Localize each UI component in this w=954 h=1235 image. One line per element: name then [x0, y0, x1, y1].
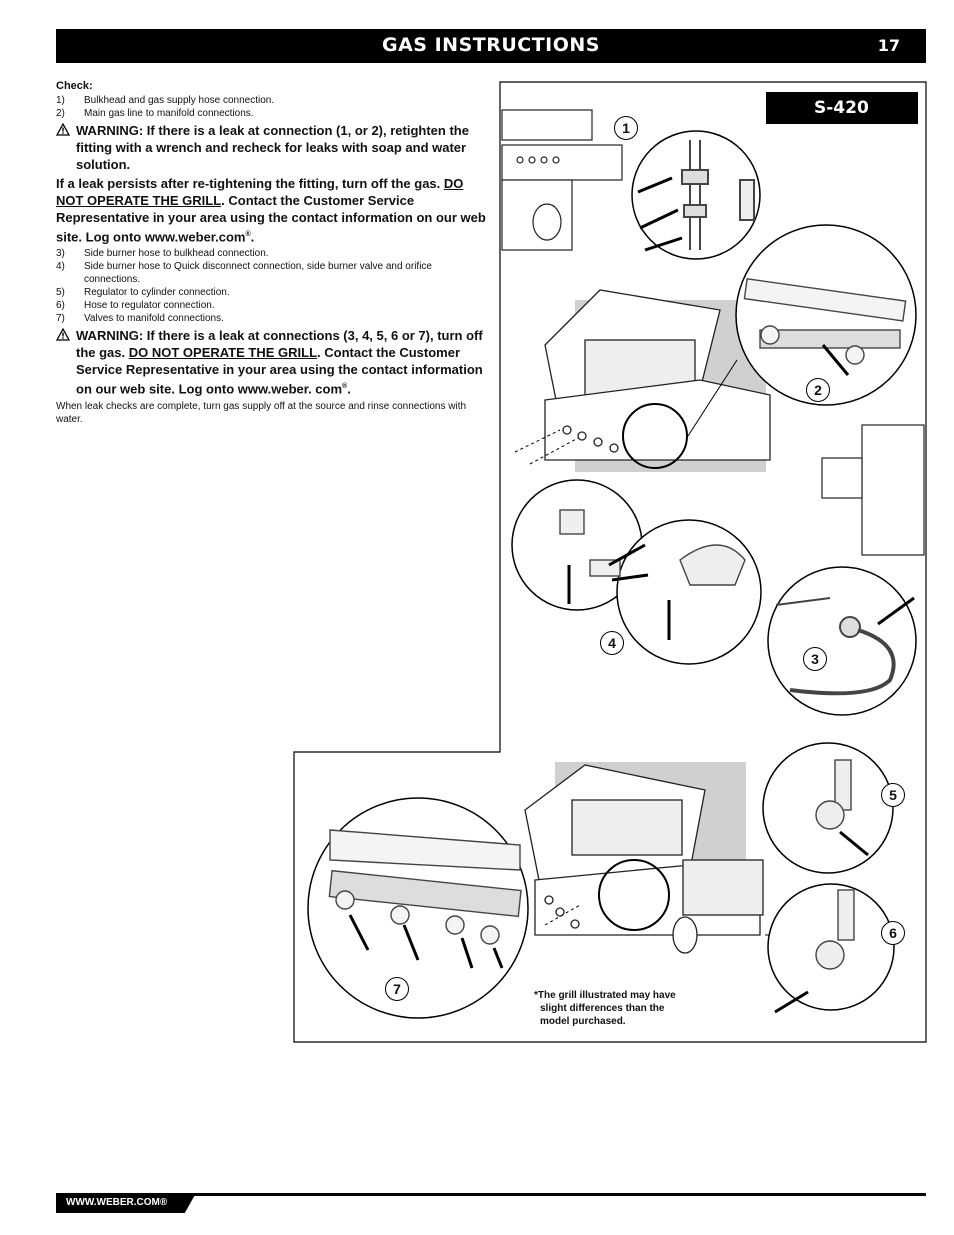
page-number: 17 [877, 36, 900, 55]
header-bar: GAS INSTRUCTIONS 17 [56, 29, 926, 63]
check-label: Check: [56, 80, 93, 92]
instructions-text: Check: 1)Bulkhead and gas supply hose co… [55, 80, 486, 426]
list-item: 3)Side burner hose to bulkhead connectio… [56, 248, 269, 260]
leak-persists-paragraph: If a leak persists after re-tightening t… [56, 176, 486, 245]
list-item: 2)Main gas line to manifold connections. [56, 108, 254, 119]
do-not-operate-text: DO NOT OPERATE THE GRILL [56, 176, 464, 208]
check-list-b: 3)Side burner hose to bulkhead connectio… [56, 247, 486, 325]
warning-1: WARNING: If there is a leak at connectio… [55, 122, 486, 173]
footer-url: WWW.WEBER.COM® [56, 1193, 196, 1213]
callout-7: 7 [385, 977, 409, 1001]
callout-5: 5 [881, 783, 905, 807]
list-item: 5)Regulator to cylinder connection. [56, 287, 230, 299]
page-title: GAS INSTRUCTIONS [382, 34, 600, 56]
list-item: 7)Valves to manifold connections. [56, 313, 224, 325]
footer-rule [56, 1193, 926, 1196]
list-item: 6)Hose to regulator connection. [56, 300, 215, 312]
warning-triangle-icon [55, 327, 71, 345]
list-item: 1)Bulkhead and gas supply hose connectio… [56, 95, 275, 106]
warning-triangle-icon [55, 122, 71, 140]
model-badge: S-420 [766, 92, 918, 124]
callout-6: 6 [881, 921, 905, 945]
callout-4: 4 [600, 631, 624, 655]
callout-1: 1 [614, 116, 638, 140]
warning-2: WARNING: If there is a leak at connectio… [55, 327, 486, 397]
list-item: 4)Side burner hose to Quick disconnect c… [56, 261, 432, 286]
figure-footnote: *The grill illustrated may have slight d… [534, 990, 676, 1027]
check-list-a: 1)Bulkhead and gas supply hose connectio… [56, 94, 486, 120]
closing-note: When leak checks are complete, turn gas … [56, 400, 467, 425]
callout-2: 2 [806, 378, 830, 402]
callout-3: 3 [803, 647, 827, 671]
